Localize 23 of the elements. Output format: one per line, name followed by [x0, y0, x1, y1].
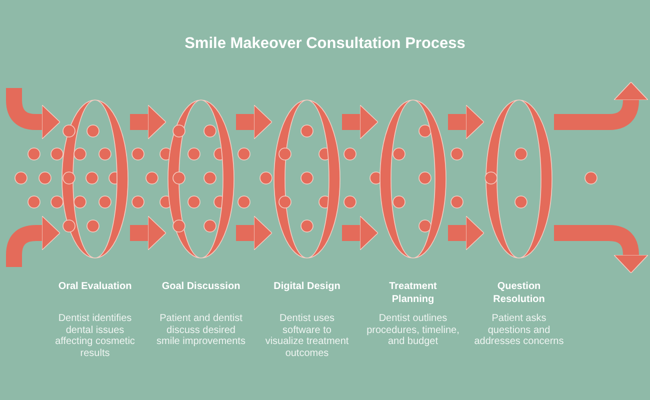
arrow	[554, 225, 648, 274]
arrow	[6, 216, 60, 267]
arrow	[448, 104, 484, 140]
step-description: Dentist outlines procedures, timeline, and budget	[366, 313, 460, 348]
step-description: Patient and dentist discuss desired smile improvements	[156, 313, 246, 348]
arrow	[130, 216, 166, 250]
arrow	[342, 104, 378, 140]
step-title: Treatment Planning	[388, 280, 438, 306]
arrow	[130, 104, 166, 140]
step-description: Patient asks questions and addresses concerns	[474, 313, 564, 348]
title: Smile Makeover Consultation Process	[184, 34, 466, 53]
arrow	[448, 216, 484, 250]
step-description: Dentist identifies dental issues affecting cosmetic results	[54, 313, 136, 360]
arrow	[236, 216, 272, 250]
arrow	[6, 88, 60, 140]
step-title: Goal Discussion	[162, 280, 240, 293]
arrow	[342, 216, 378, 250]
arrow	[236, 104, 272, 140]
step-title: Oral Evaluation	[58, 280, 132, 293]
step-title: Digital Design	[274, 280, 340, 293]
step-title: Question Resolution	[492, 280, 546, 306]
step-description: Dentist uses software to visualize treatment outcomes	[264, 313, 350, 360]
arrow	[554, 82, 648, 130]
